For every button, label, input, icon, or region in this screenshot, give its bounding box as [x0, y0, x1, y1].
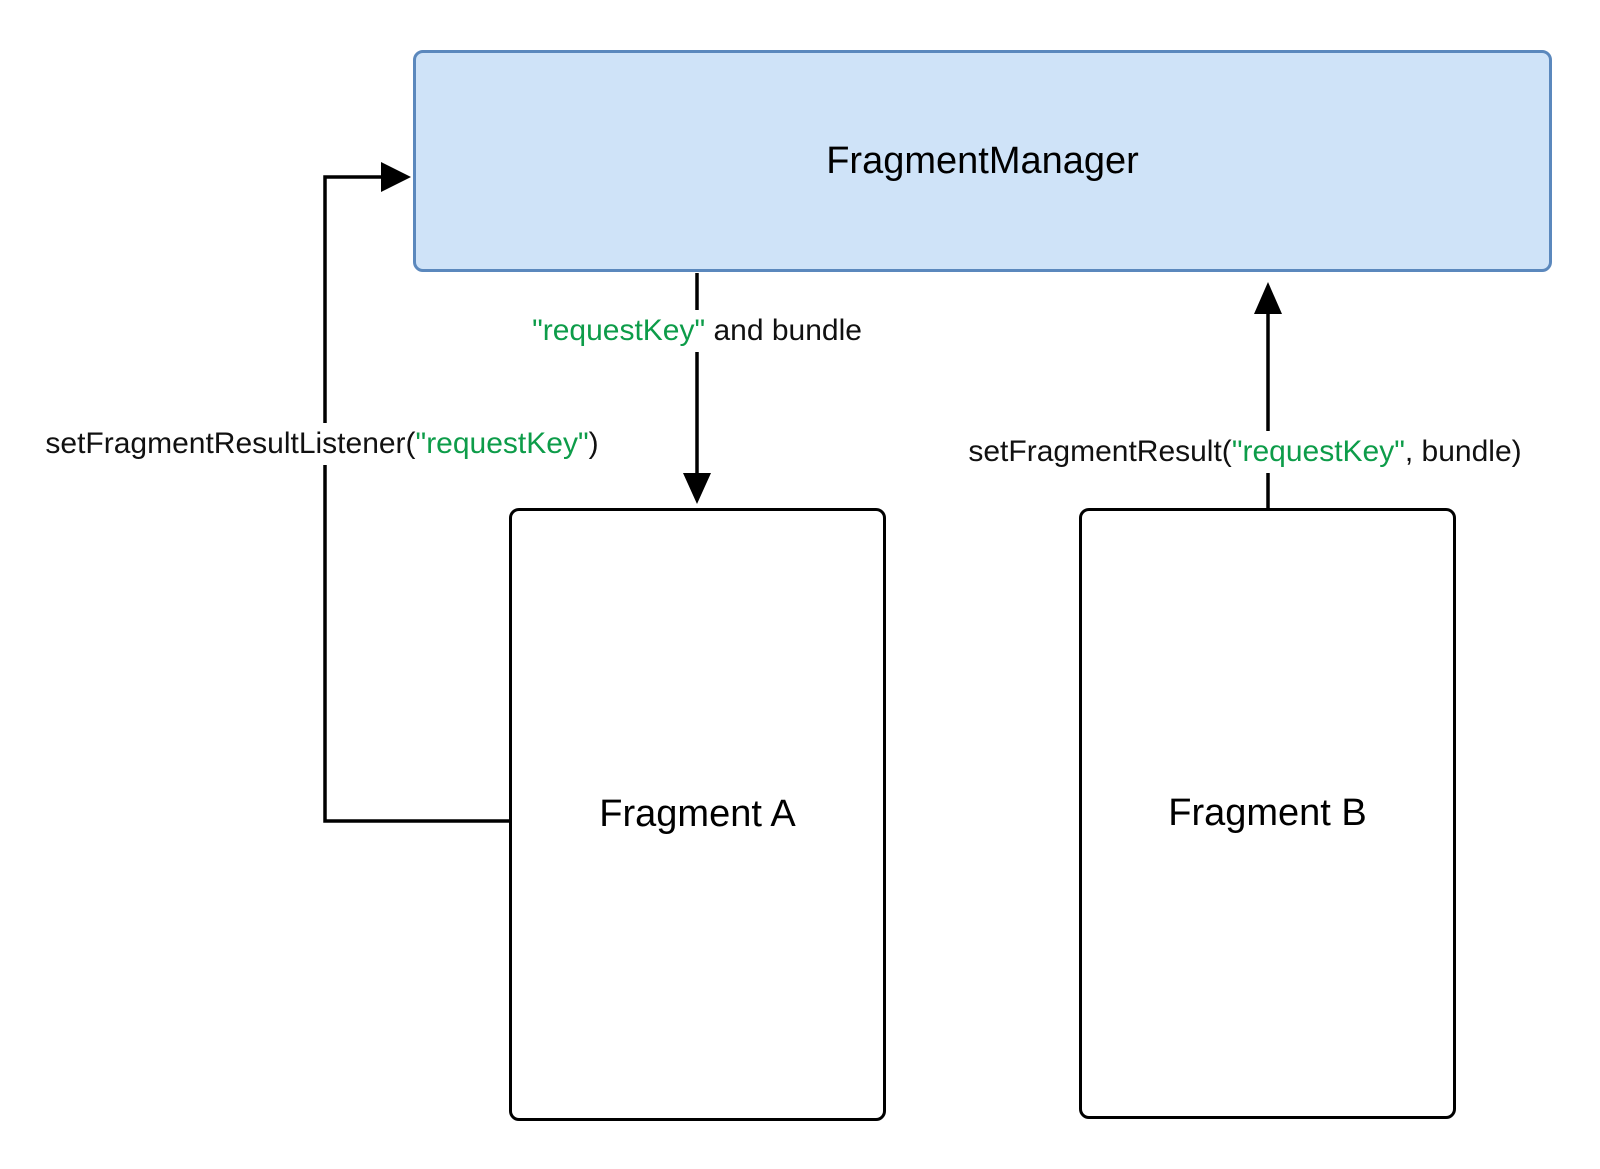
edge-label-set-fragment-result-listener: setFragmentResultListener("requestKey") [37, 423, 607, 465]
fragment-a-label: Fragment A [599, 793, 796, 835]
node-fragment-b: Fragment B [1079, 508, 1456, 1119]
request-key-literal: "requestKey" [532, 314, 706, 347]
edge-label-text: setFragmentResult( [968, 435, 1232, 468]
node-fragment-manager: FragmentManager [413, 50, 1552, 272]
node-fragment-a: Fragment A [509, 508, 886, 1121]
arrow-set-fragment-result [1254, 282, 1282, 508]
request-key-literal: "requestKey" [1231, 435, 1405, 468]
fragment-b-label: Fragment B [1168, 792, 1367, 834]
edge-label-set-fragment-result: setFragmentResult("requestKey", bundle) [960, 431, 1530, 473]
edge-label-text: and bundle [705, 314, 862, 347]
edge-label-text: , bundle) [1404, 435, 1522, 468]
arrow-set-fragment-result-listener [323, 162, 509, 823]
edge-label-text: ) [588, 427, 599, 460]
request-key-literal: "requestKey" [415, 427, 589, 460]
edge-label-text: setFragmentResultListener( [45, 427, 416, 460]
edge-label-deliver-result: "requestKey" and bundle [524, 310, 870, 352]
fragment-manager-label: FragmentManager [826, 139, 1139, 182]
arrow-deliver-result [683, 273, 711, 504]
